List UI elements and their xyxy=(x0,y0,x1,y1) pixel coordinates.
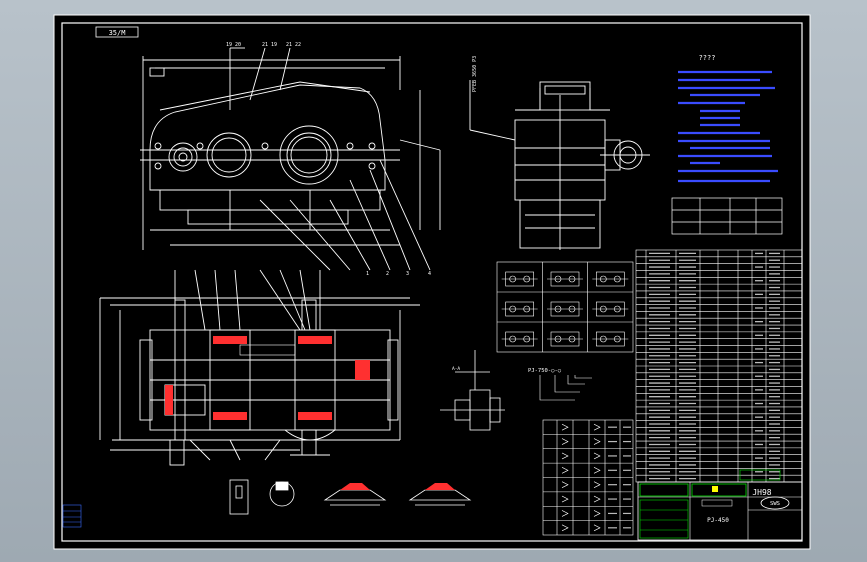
title-block-code: JH98 xyxy=(752,488,771,497)
spec-code: PJ-750-○-○ xyxy=(528,368,562,374)
side-view-label: PFEB 3650 P3 xyxy=(472,56,478,92)
gear-sections xyxy=(165,336,370,420)
technical-notes xyxy=(678,70,778,183)
company-logo-text: SWS xyxy=(770,501,780,507)
front-view-gearbox xyxy=(140,47,441,271)
left-revision-table xyxy=(62,504,82,528)
notes-heading: ???? xyxy=(699,54,716,62)
section-hatch xyxy=(340,483,455,490)
code-box-text: 35/M xyxy=(109,29,126,37)
parts-list-table xyxy=(635,249,803,483)
shaft-detail-label: A-A xyxy=(452,366,460,372)
code-box xyxy=(95,26,139,38)
svg-text:21 19: 21 19 xyxy=(262,42,277,48)
svg-text:19 20: 19 20 xyxy=(226,42,241,48)
shaft-detail xyxy=(440,350,505,431)
mounting-position-grid xyxy=(496,261,634,353)
section-details xyxy=(229,479,472,515)
ratio-table xyxy=(671,197,783,235)
svg-text:4: 4 xyxy=(428,271,431,277)
svg-text:1: 1 xyxy=(366,271,369,277)
svg-text:3: 3 xyxy=(406,271,409,277)
front-view-labels: 19 20 21 19 21 22 1 2 3 4 xyxy=(226,42,431,277)
title-block xyxy=(637,481,803,541)
drawing-number: PJ-450 xyxy=(707,517,729,524)
svg-text:21 22: 21 22 xyxy=(286,42,301,48)
svg-text:2: 2 xyxy=(386,271,389,277)
spec-code-leaders xyxy=(539,375,592,401)
rotation-table xyxy=(542,419,634,536)
side-view-gearbox xyxy=(469,80,650,250)
